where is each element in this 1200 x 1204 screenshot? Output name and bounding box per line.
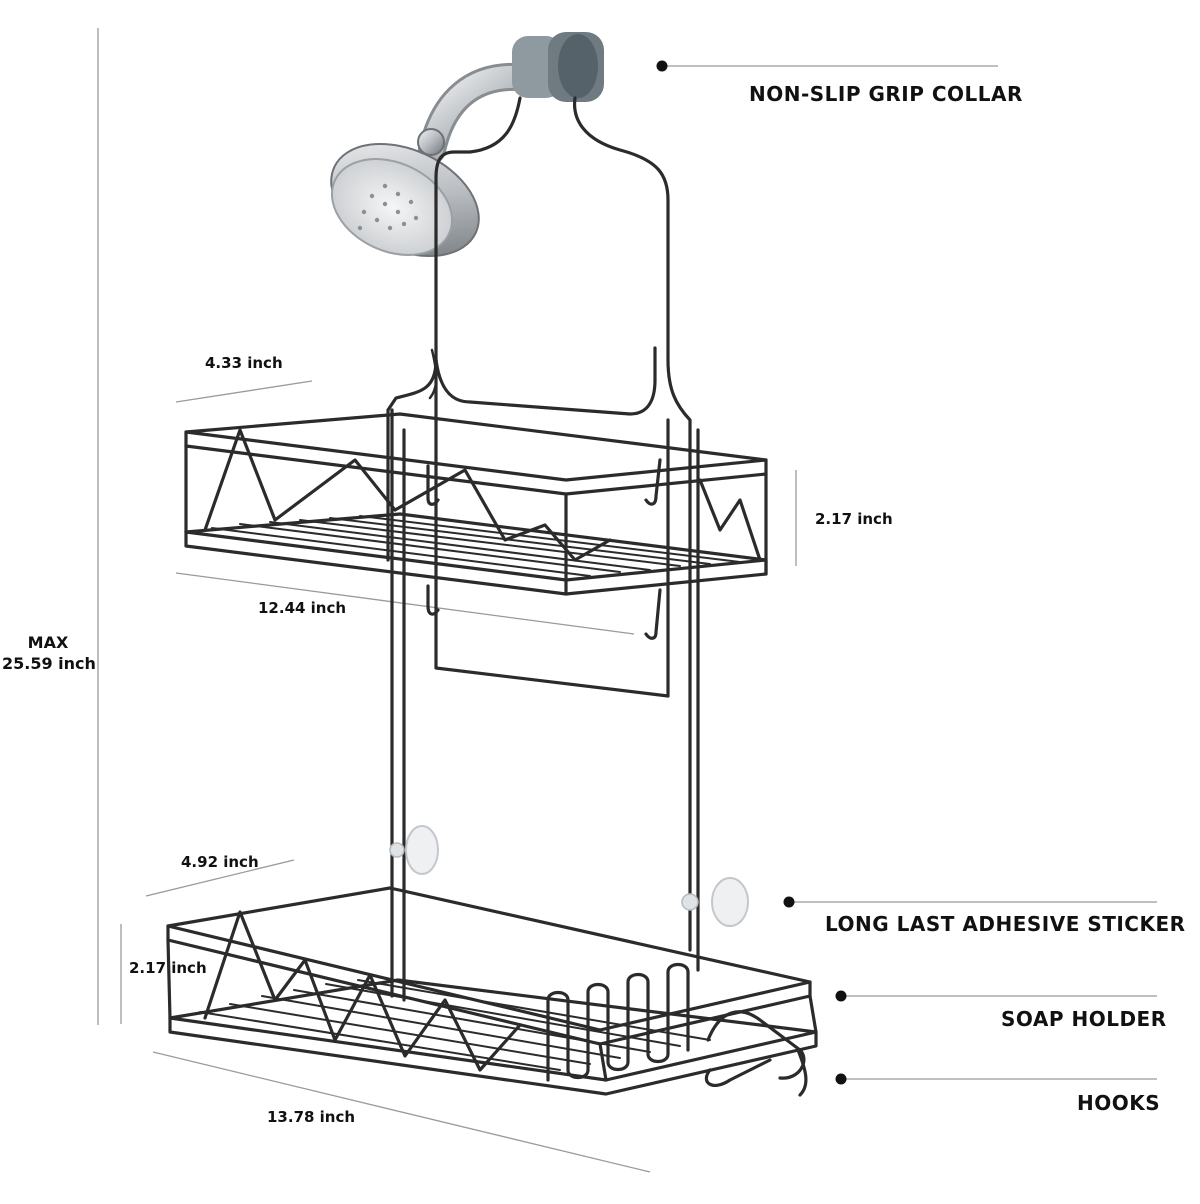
soap-holder-callout: SOAP HOLDER (1001, 1007, 1167, 1031)
shower-head (330, 32, 604, 258)
max-label-line1: MAX (27, 633, 69, 652)
bottom-depth-line (145, 859, 295, 897)
collar-callout-dot (656, 60, 668, 72)
top-depth-label: 4.33 inch (205, 354, 283, 372)
top-width-label: 12.44 inch (258, 599, 347, 617)
bottom-width-line (152, 1051, 651, 1173)
hooks-callout: HOOKS (1077, 1091, 1161, 1115)
sticker-callout-dot (783, 896, 795, 908)
bottom-width-label: 13.78 inch (267, 1108, 356, 1126)
hooks-callout-dot (835, 1073, 847, 1085)
soap-callout-dot (835, 990, 847, 1002)
max-label-line2: 25.59 inch (2, 654, 96, 673)
adhesive-stickers (389, 825, 749, 927)
top-depth-line (175, 380, 313, 403)
dimension-guide-lines (97, 28, 1157, 1173)
adhesive-sticker-callout: LONG LAST ADHESIVE STICKER (825, 912, 1186, 936)
bottom-height-label: 2.17 inch (129, 959, 207, 977)
bottom-depth-label: 4.92 inch (181, 853, 259, 871)
grip-collar-callout: NON-SLIP GRIP COLLAR (749, 82, 1023, 106)
top-height-label: 2.17 inch (815, 510, 893, 528)
max-height-label: MAX 25.59 inch (2, 632, 96, 674)
wire-frame (166, 96, 818, 1097)
